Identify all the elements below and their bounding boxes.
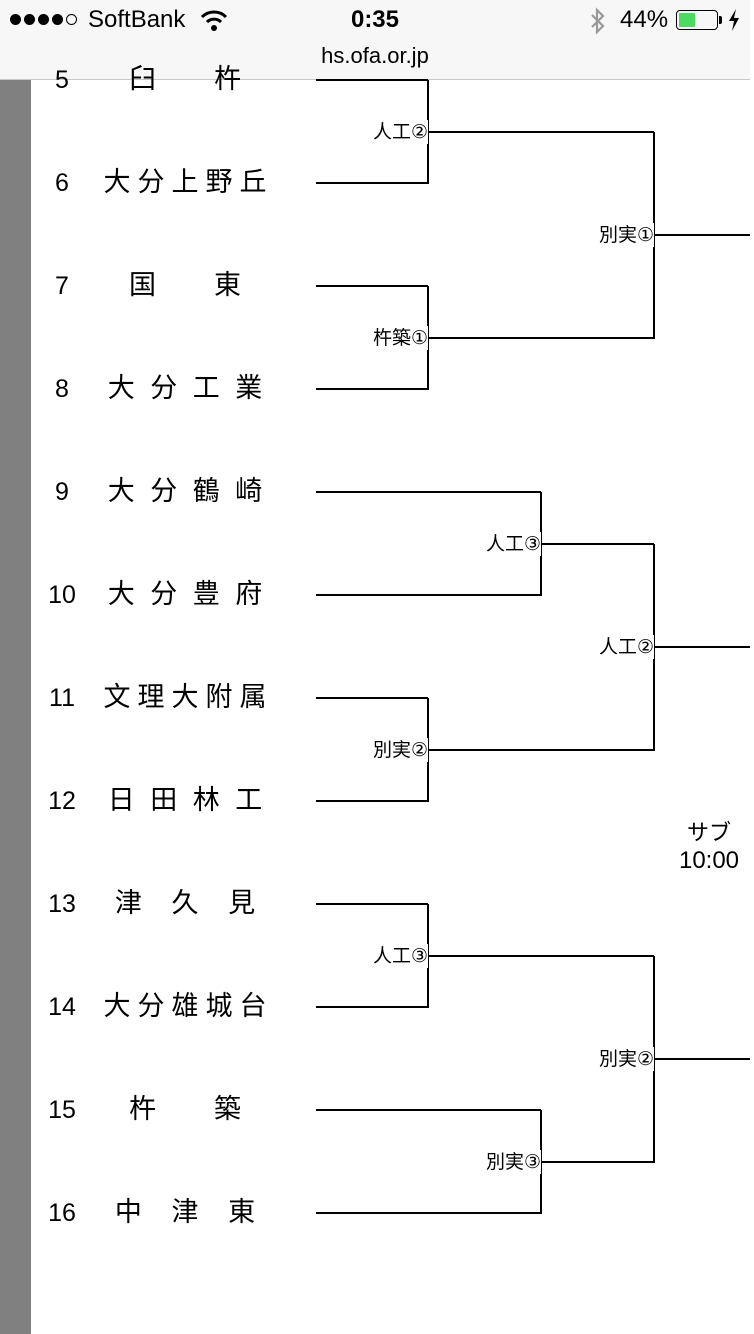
team-name: 臼杵 — [129, 64, 241, 95]
round2-venue-label: 別実① — [598, 222, 654, 247]
team-number: 7 — [55, 272, 69, 300]
team-entry-line — [316, 491, 541, 493]
round1-venue-label: 人工③ — [485, 531, 541, 556]
round2-venue-label: 別実② — [598, 1046, 654, 1071]
battery-tip — [719, 16, 722, 24]
carrier-name: SoftBank — [88, 6, 186, 33]
address-bar-url[interactable]: hs.ofa.or.jp — [321, 43, 429, 68]
left-gutter — [0, 80, 31, 1334]
battery-icon — [676, 10, 718, 30]
team-number: 16 — [48, 1199, 76, 1227]
team-number: 8 — [55, 375, 69, 403]
team-number: 14 — [48, 993, 76, 1021]
tournament-bracket-page: 5 臼杵 6 大分上野丘 7 国東 8 大分工業 9 大分鶴崎 10 大分豊府 11 文理大附属 12 日田林… — [0, 64, 750, 1334]
team-name: 大分工業 — [107, 373, 263, 404]
team-entry-line — [316, 182, 428, 184]
team-entry-line — [316, 594, 541, 596]
team-name: 大分鶴崎 — [107, 476, 263, 507]
team-name: 津久見 — [114, 888, 256, 919]
team-entry-line — [316, 800, 428, 802]
winner-line — [428, 748, 654, 751]
team-entry-line — [316, 79, 428, 81]
winner-line — [541, 1160, 654, 1163]
team-number: 10 — [48, 581, 76, 609]
round1-venue-label: 杵築① — [372, 325, 428, 350]
team-number: 11 — [49, 684, 75, 712]
team-number: 6 — [55, 169, 69, 197]
team-name: 杵築 — [129, 1094, 241, 1125]
team-name: 中津東 — [114, 1197, 256, 1228]
team-name: 大分雄城台 — [103, 991, 267, 1022]
team-number: 15 — [48, 1096, 76, 1124]
bluetooth-icon — [591, 7, 605, 35]
round1-venue-label: 人工③ — [372, 943, 428, 968]
winner-line — [428, 954, 654, 957]
round1-venue-label: 別実③ — [485, 1149, 541, 1174]
team-entry-line — [316, 1212, 541, 1214]
team-entry-line — [316, 903, 428, 905]
sub-field-time: 10:00 — [678, 847, 740, 874]
team-entry-line — [316, 1006, 428, 1008]
wifi-icon — [200, 10, 228, 31]
charging-bolt-icon — [729, 9, 739, 31]
team-number: 13 — [48, 890, 76, 918]
round2-winner-line — [654, 645, 750, 648]
round2-winner-line — [654, 1057, 750, 1060]
round2-winner-line — [654, 233, 750, 236]
team-entry-line — [316, 1109, 541, 1111]
winner-line — [541, 542, 654, 545]
team-name: 国東 — [129, 270, 241, 301]
round1-venue-label: 人工② — [372, 119, 428, 144]
team-entry-line — [316, 285, 428, 287]
battery-percentage: 44% — [620, 6, 669, 33]
round1-venue-label: 別実② — [372, 737, 428, 762]
team-name: 大分豊府 — [107, 579, 263, 610]
team-name: 日田林工 — [107, 785, 263, 816]
signal-strength-icon — [10, 14, 77, 25]
winner-line — [428, 130, 654, 133]
round2-venue-label: 人工② — [598, 634, 654, 659]
team-entry-line — [316, 388, 428, 390]
sub-field-label: サブ — [686, 821, 731, 846]
status-bar: SoftBank 0:35 44% hs.ofa.or.jp — [0, 0, 750, 80]
team-number: 9 — [55, 478, 69, 506]
team-name: 文理大附属 — [103, 682, 267, 713]
team-number: 5 — [55, 66, 69, 94]
team-number: 12 — [48, 787, 76, 815]
clock-time: 0:35 — [350, 6, 400, 33]
winner-line — [428, 336, 654, 339]
team-name: 大分上野丘 — [103, 167, 267, 198]
team-entry-line — [316, 697, 428, 699]
